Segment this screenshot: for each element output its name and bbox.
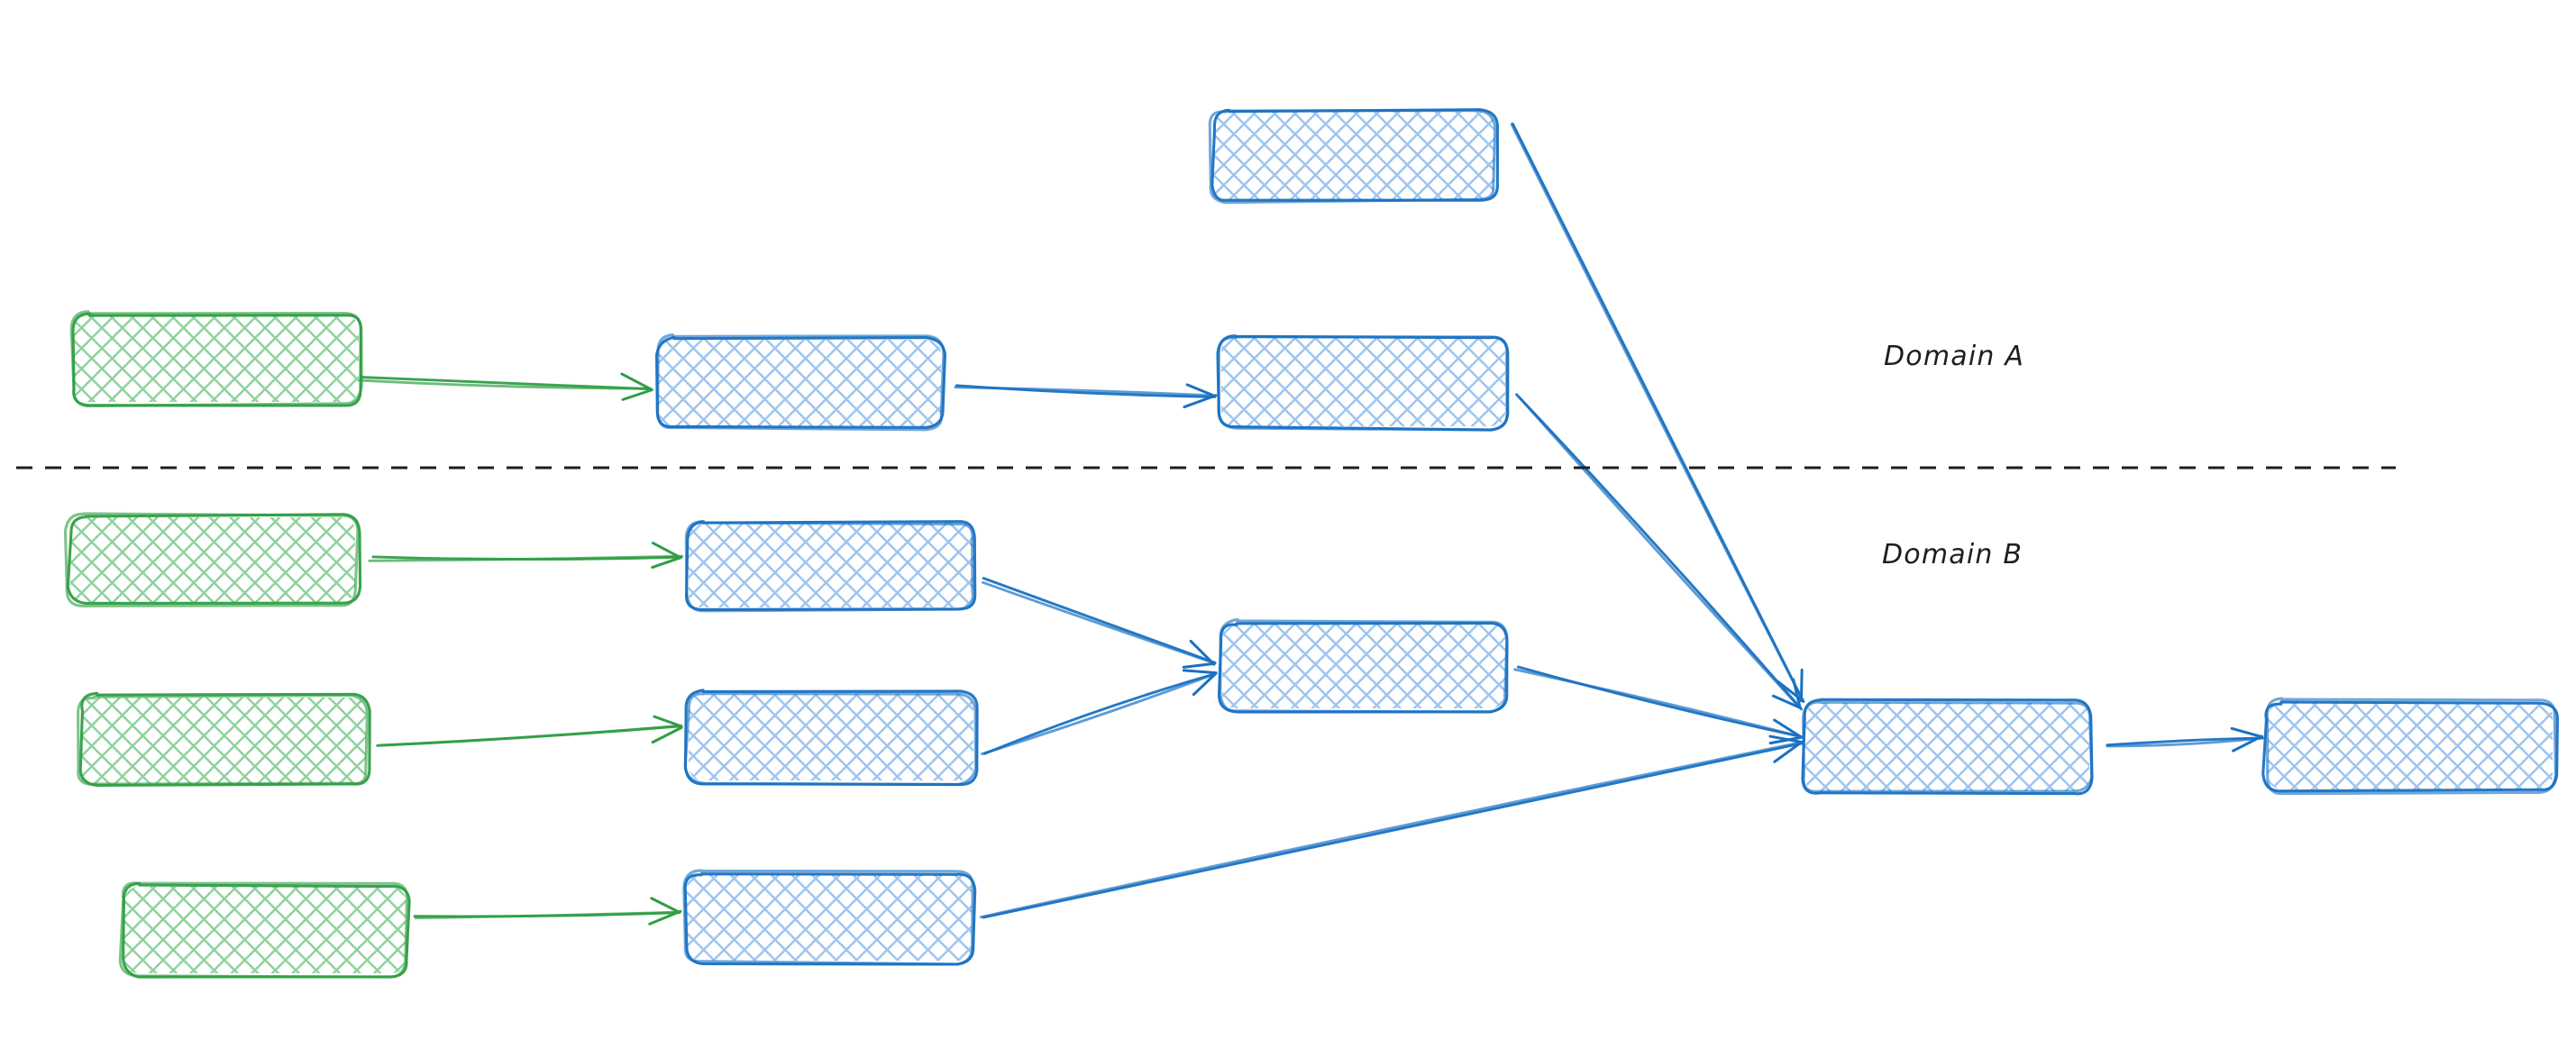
diagram-edge[interactable] (1510, 123, 1805, 704)
edge-shaft (954, 386, 1218, 397)
diagram-edge[interactable] (358, 372, 653, 401)
diagram-edge[interactable] (1513, 665, 1803, 745)
node-fill (74, 315, 359, 402)
diagram-edge[interactable] (1515, 393, 1804, 711)
node-outline (1219, 617, 1509, 714)
diagram-node-source-b[interactable] (118, 881, 411, 979)
node-fill (1222, 624, 1505, 708)
arrowhead-stroke (653, 715, 682, 727)
edge-shaft (2106, 736, 2265, 748)
node-fill (1221, 337, 1505, 426)
node-outline (682, 869, 974, 966)
node-outline (2265, 697, 2557, 796)
node-fill (658, 340, 941, 426)
edge-shaft (379, 724, 683, 747)
node-fill (2268, 703, 2553, 789)
node-fill (81, 698, 366, 784)
node-fill (687, 874, 972, 961)
diagram-node-source-a[interactable] (69, 310, 363, 408)
node-fill (689, 523, 973, 607)
arrowhead-stroke (1773, 718, 1802, 738)
arrowhead-stroke (2232, 734, 2263, 753)
arrowhead-stroke (1182, 661, 1216, 669)
diagram-edge[interactable] (982, 577, 1217, 669)
diagram-node-process-a[interactable] (1208, 108, 1500, 205)
arrowhead-stroke (1771, 694, 1801, 709)
diagram-node-process-a[interactable] (654, 333, 946, 432)
edge-shaft (1513, 668, 1803, 738)
arrowhead-stroke (1799, 668, 1804, 703)
node-layer (63, 108, 2559, 979)
arrowhead-stroke (1773, 742, 1802, 763)
arrowhead-stroke (1192, 671, 1218, 697)
edge-shaft (979, 741, 1804, 919)
node-outline (1208, 108, 1497, 205)
arrowhead-stroke (621, 388, 653, 401)
edge-shaft (982, 742, 1804, 919)
edge-shaft (1515, 393, 1804, 711)
arrowhead-stroke (648, 909, 682, 926)
arrowhead-stroke (1182, 669, 1218, 675)
edge-shaft (414, 910, 681, 919)
edge-layer (358, 123, 2265, 926)
edge-shaft (358, 379, 653, 390)
domain-b-label: Domain B (1882, 539, 2023, 570)
node-outline (77, 694, 369, 786)
diagram-node-process-b[interactable] (2261, 697, 2559, 796)
node-fill (1213, 112, 1494, 201)
node-outline (118, 881, 409, 979)
edge-shaft (1519, 397, 1802, 710)
node-outline (1802, 700, 2094, 793)
arrowhead-stroke (1185, 383, 1217, 397)
node-fill (689, 694, 973, 780)
arrowhead-stroke (1792, 678, 1802, 709)
edge-shaft (368, 554, 684, 562)
edge-shaft (1510, 123, 1804, 702)
diagram-edge[interactable] (368, 542, 684, 570)
edge-shaft (2106, 736, 2264, 747)
diagram-edge[interactable] (376, 715, 683, 747)
diagram-edge[interactable] (2106, 726, 2265, 753)
arrowhead-stroke (2230, 726, 2263, 739)
diagram-edge[interactable] (979, 734, 1804, 919)
diagram-edge[interactable] (413, 897, 682, 926)
diagram-node-process-b[interactable] (683, 689, 979, 787)
node-outline (69, 310, 363, 408)
arrowhead-stroke (1183, 394, 1218, 409)
edge-shaft (982, 580, 1217, 665)
diagram-node-process-b[interactable] (1801, 698, 2094, 796)
diagram-edge[interactable] (954, 383, 1218, 409)
diagram-edge[interactable] (981, 669, 1218, 756)
node-outline (656, 333, 945, 432)
arrowhead-stroke (1189, 639, 1216, 666)
node-outline (63, 512, 360, 608)
arrowhead-stroke (650, 897, 681, 914)
diagram-node-source-b[interactable] (63, 512, 362, 608)
diagram-node-process-b[interactable] (1218, 617, 1509, 714)
node-outline (684, 520, 974, 613)
edge-shaft (981, 672, 1217, 756)
arrowhead-stroke (1768, 734, 1804, 743)
arrowhead-stroke (620, 372, 653, 391)
arrowhead-stroke (651, 556, 682, 570)
domain-a-label: Domain A (1884, 341, 2025, 372)
edge-shaft (982, 672, 1218, 755)
node-outline (683, 692, 978, 786)
node-outline (1217, 335, 1509, 432)
node-fill (124, 887, 406, 973)
node-fill (1804, 703, 2089, 791)
arrowhead-stroke (651, 725, 683, 744)
diagram-node-process-a[interactable] (1216, 334, 1510, 432)
diagram-node-process-b[interactable] (684, 520, 977, 613)
arrowhead-stroke (651, 542, 682, 560)
node-fill (70, 517, 355, 602)
diagram-node-process-b[interactable] (682, 869, 977, 966)
diagram-node-source-b[interactable] (77, 691, 371, 788)
